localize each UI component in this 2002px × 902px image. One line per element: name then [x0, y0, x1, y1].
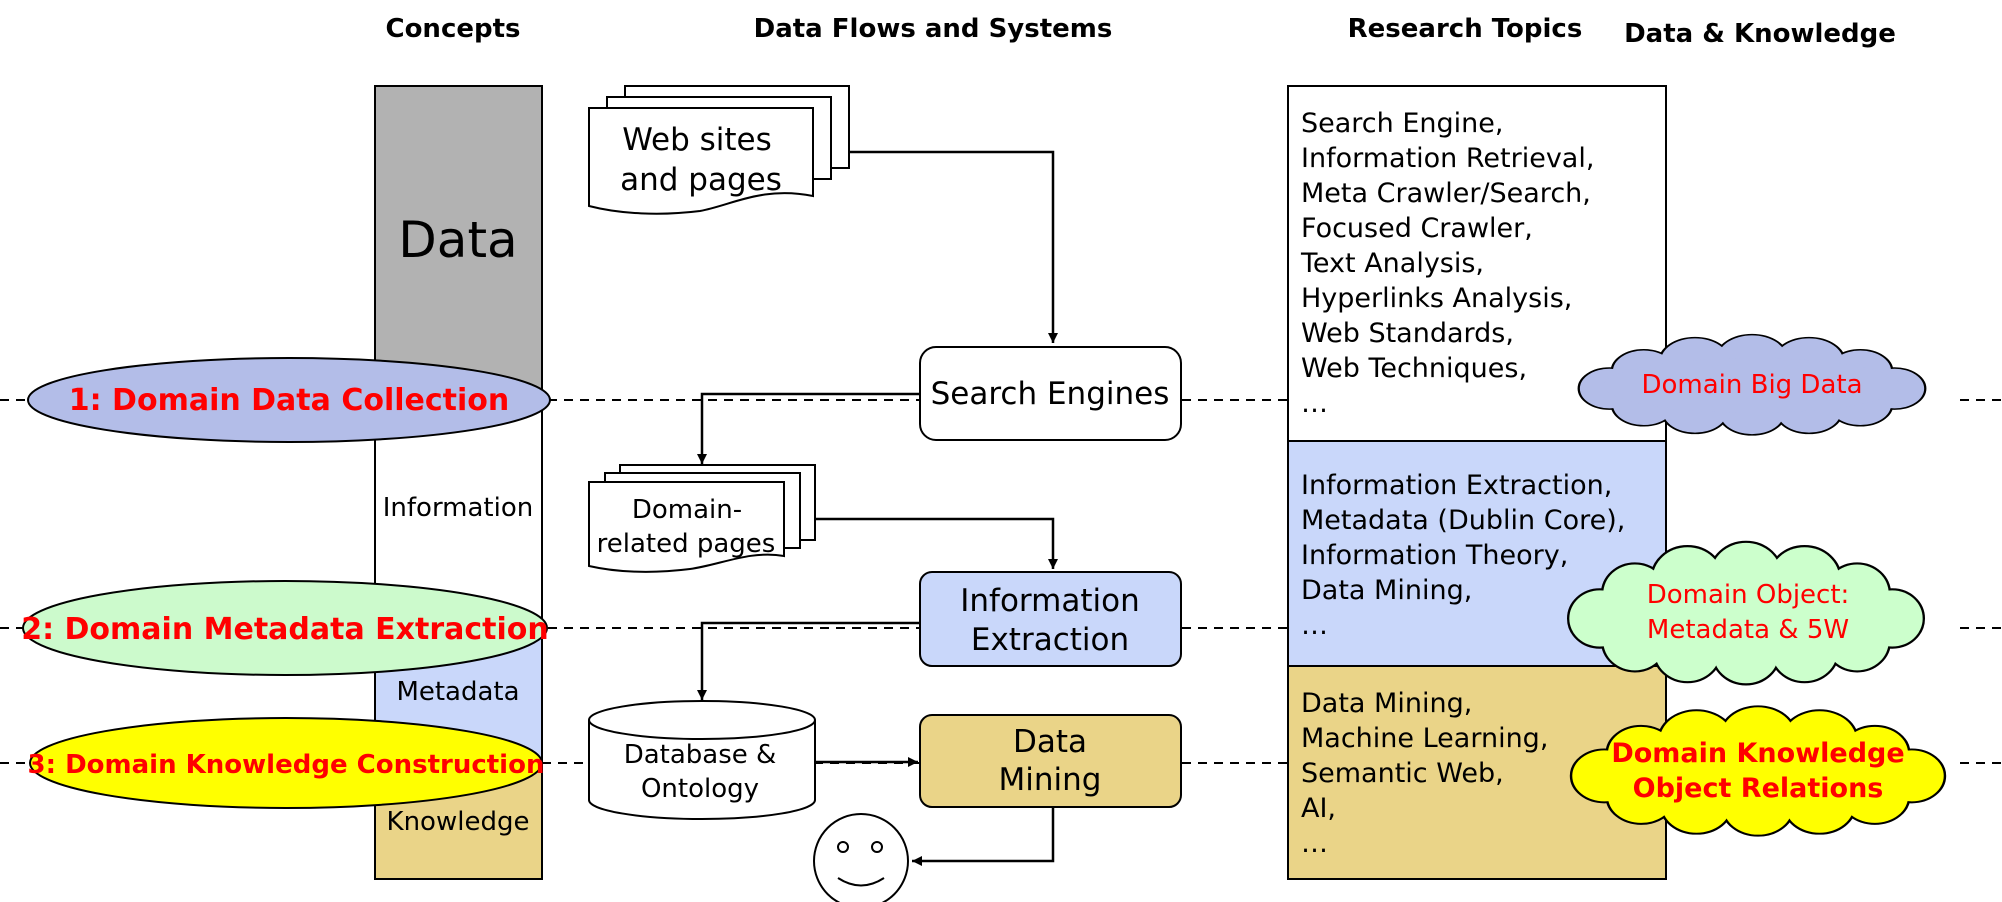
topic-item: …: [1301, 828, 1328, 859]
topic-item: Metadata (Dublin Core),: [1301, 505, 1625, 536]
topic-item: Information Theory,: [1301, 540, 1568, 571]
cloud-2-line1: Domain Object:: [1647, 580, 1850, 610]
arrow-ie-to-database: [697, 621, 920, 700]
topic-item: Search Engine,: [1301, 108, 1503, 139]
data-mining-box: Data Mining: [919, 714, 1182, 808]
domain-pages-line1: Domain-: [632, 495, 742, 525]
topic-item: Focused Crawler,: [1301, 213, 1533, 244]
search-engines-label: Search Engines: [931, 376, 1170, 412]
header-research-topics: Research Topics: [1348, 14, 1583, 44]
cloud-domain-object: Domain Object: Metadata & 5W: [1569, 543, 1922, 683]
topic-item: Information Retrieval,: [1301, 143, 1594, 174]
arrow-domain-pages-to-ie: [815, 517, 1058, 569]
topic-item: Data Mining,: [1301, 575, 1472, 606]
topics-group-2: Information Extraction, Metadata (Dublin…: [1301, 470, 1625, 641]
stage-1-ellipse: 1: Domain Data Collection: [27, 357, 551, 443]
cloud-3-line2: Object Relations: [1633, 773, 1884, 804]
concept-metadata-label: Metadata: [396, 677, 519, 707]
topic-item: Machine Learning,: [1301, 723, 1548, 754]
cloud-2-line2: Metadata & 5W: [1647, 615, 1849, 645]
concept-information-label: Information: [383, 493, 534, 523]
topic-item: Information Extraction,: [1301, 470, 1612, 501]
web-sites-line1: Web sites: [622, 122, 772, 158]
stage-3-label: 3: Domain Knowledge Construction: [28, 750, 545, 780]
topic-item: AI,: [1301, 793, 1336, 824]
cloud-domain-knowledge: Domain Knowledge Object Relations: [1572, 707, 1943, 834]
smiley-user-icon: [813, 813, 909, 902]
topic-item: Text Analysis,: [1300, 248, 1484, 279]
topics-outline: [1287, 85, 1667, 880]
topics-group-3: Data Mining, Machine Learning, Semantic …: [1301, 688, 1548, 859]
concept-knowledge-label: Knowledge: [387, 807, 530, 837]
web-sites-line2: and pages: [620, 162, 782, 198]
stage-3-ellipse: 3: Domain Knowledge Construction: [28, 717, 545, 809]
ie-line1: Information: [960, 583, 1139, 619]
information-extraction-box: Information Extraction: [919, 571, 1182, 667]
search-engines-box: Search Engines: [919, 346, 1182, 441]
topic-item: Web Standards,: [1301, 318, 1514, 349]
ie-line2: Extraction: [971, 622, 1129, 658]
stage-1-label: 1: Domain Data Collection: [69, 383, 510, 418]
topic-item: Web Techniques,: [1301, 353, 1527, 384]
header-data-knowledge: Data & Knowledge: [1624, 19, 1896, 49]
web-sites-pages-docs: Web sites and pages: [588, 85, 850, 215]
arrow-mining-to-user: [912, 808, 1055, 866]
database-ontology-cylinder: Database & Ontology: [588, 700, 816, 820]
topic-item: Hyperlinks Analysis,: [1301, 283, 1572, 314]
cloud-1-label: Domain Big Data: [1641, 370, 1862, 400]
header-data-flows: Data Flows and Systems: [754, 14, 1113, 44]
concept-data-label: Data: [398, 211, 517, 269]
dm-line1: Data: [1013, 724, 1087, 760]
topic-item: …: [1301, 610, 1328, 641]
arrow-search-to-domain-pages: [697, 392, 920, 464]
domain-pages-line2: related pages: [597, 529, 776, 559]
arrow-web-to-search: [849, 150, 1058, 343]
database-line1: Database &: [624, 740, 777, 770]
cloud-3-line1: Domain Knowledge: [1611, 738, 1904, 769]
dm-line2: Mining: [999, 762, 1102, 798]
topic-item: Semantic Web,: [1301, 758, 1504, 789]
topic-item: Meta Crawler/Search,: [1301, 178, 1591, 209]
topic-item: …: [1301, 388, 1328, 419]
database-line2: Ontology: [641, 774, 759, 804]
domain-related-pages-docs: Domain- related pages: [588, 464, 816, 573]
cloud-domain-big-data: Domain Big Data: [1580, 335, 1924, 434]
concept-bar-outline: [374, 85, 543, 880]
concept-bar-data-segment: [375, 86, 542, 398]
header-concepts: Concepts: [385, 14, 520, 44]
stage-2-ellipse: 2: Domain Metadata Extraction: [21, 580, 549, 676]
flow-connectors: [697, 150, 1058, 866]
topic-item: Data Mining,: [1301, 688, 1472, 719]
topics-group-1: Search Engine, Information Retrieval, Me…: [1300, 108, 1594, 419]
stage-2-label: 2: Domain Metadata Extraction: [21, 612, 549, 647]
